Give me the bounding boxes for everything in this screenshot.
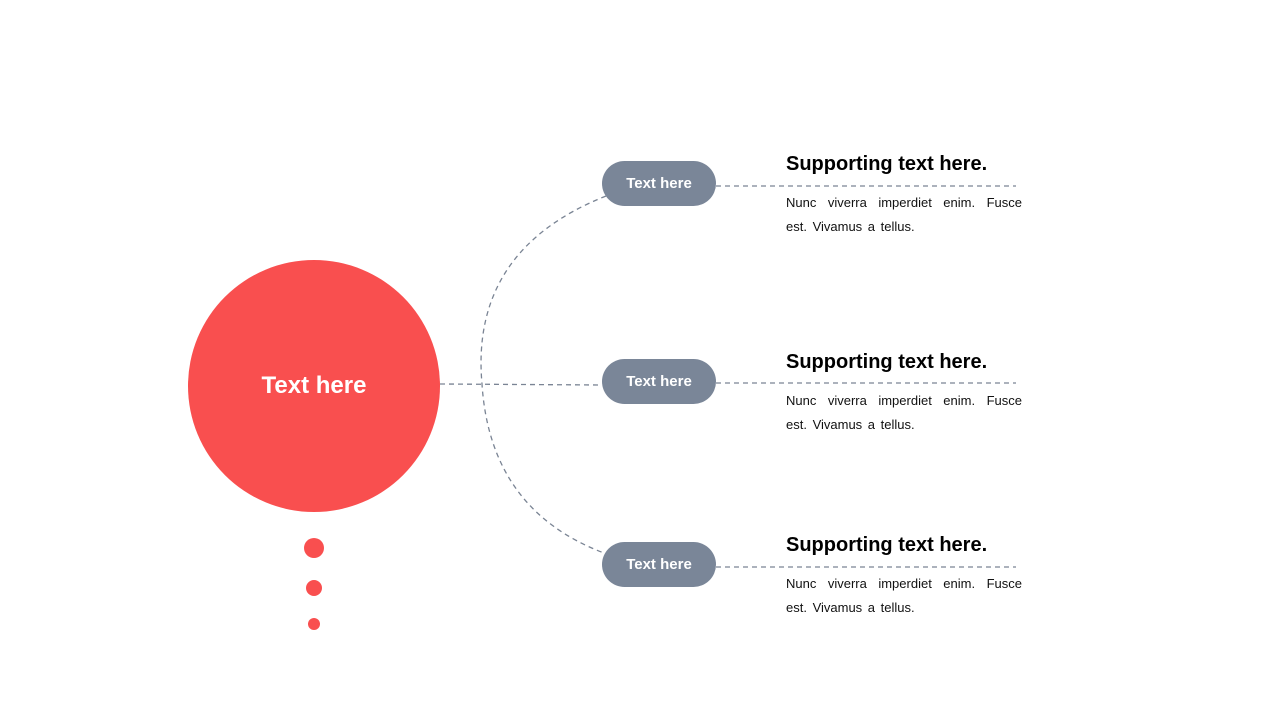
branch-3-pill-label: Text here	[626, 556, 692, 573]
branch-1-body: Nunc viverra imperdiet enim. Fusce est. …	[786, 195, 1022, 234]
branch-1-title: Supporting text here.	[786, 153, 988, 175]
branch-2-title: Supporting text here.	[786, 351, 988, 373]
branch-3-supporting-text: Supporting text here. Nunc viverra imper…	[786, 532, 1036, 620]
branch-2-pill[interactable]: Text here	[602, 359, 716, 404]
branch-3-title: Supporting text here.	[786, 534, 988, 556]
branch-1-pill[interactable]: Text here	[602, 161, 716, 206]
branch-1-supporting-text: Supporting text here. Nunc viverra imper…	[786, 151, 1036, 239]
branch-2-pill-label: Text here	[626, 373, 692, 390]
branch-3-pill[interactable]: Text here	[602, 542, 716, 587]
branch-2-supporting-text: Supporting text here. Nunc viverra imper…	[786, 349, 1036, 437]
center-connector	[439, 383, 603, 386]
branch-2-body: Nunc viverra imperdiet enim. Fusce est. …	[786, 393, 1022, 432]
main-circle[interactable]: Text here	[188, 260, 440, 512]
decorative-dot-large	[304, 538, 324, 558]
branch-3-body: Nunc viverra imperdiet enim. Fusce est. …	[786, 576, 1022, 615]
branch-arc	[480, 195, 607, 554]
decorative-dot-medium	[306, 580, 322, 596]
decorative-dot-small	[308, 618, 320, 630]
branch-1-pill-label: Text here	[626, 175, 692, 192]
main-circle-label: Text here	[261, 372, 367, 399]
